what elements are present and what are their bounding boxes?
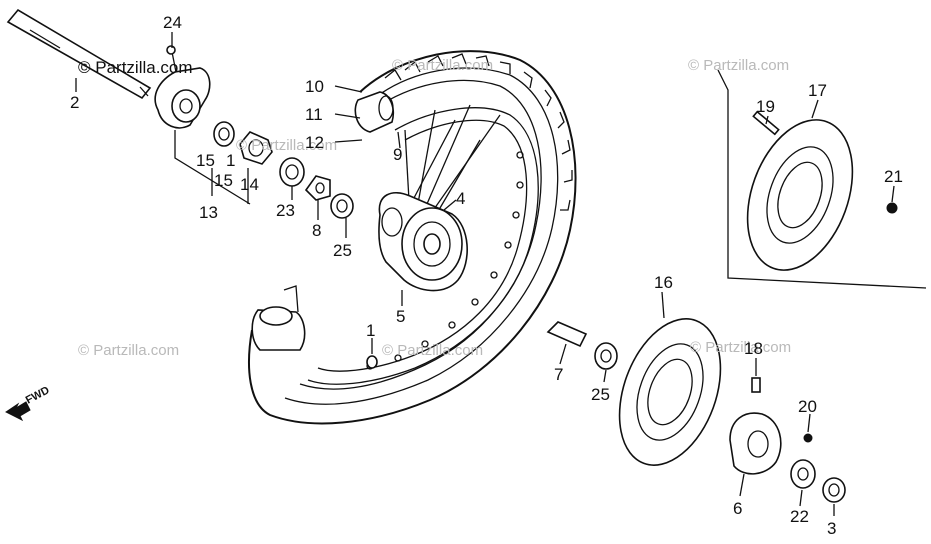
rim-nipple-part	[366, 355, 378, 369]
part-label: 8	[312, 221, 321, 240]
part-label: 19	[756, 97, 775, 116]
part-label: 13	[199, 203, 218, 222]
leader-lines	[75, 32, 895, 516]
part-label: 15	[196, 151, 215, 170]
wheel-hub	[378, 191, 468, 292]
part-label: 16	[654, 273, 673, 292]
fwd-label: FWD	[24, 384, 52, 406]
part-label: 21	[884, 167, 903, 186]
part-label: 15	[214, 171, 233, 190]
watermark: © Partzilla.com	[236, 137, 337, 154]
part-label: 10	[305, 77, 324, 96]
part-label: 18	[744, 339, 763, 358]
upper-brake-disc	[717, 69, 927, 289]
axle-holder-part	[154, 45, 273, 165]
part-label: 9	[393, 145, 402, 164]
part-label: 25	[591, 385, 610, 404]
part-label: 6	[733, 499, 742, 518]
part-label: 14	[240, 175, 259, 194]
part-label: 1	[226, 151, 235, 170]
front-tire	[248, 50, 577, 425]
part-label: 11	[305, 105, 323, 124]
watermark: © Partzilla.com	[688, 57, 789, 74]
wheel-rim	[307, 107, 539, 385]
forward-arrow-icon: FWD	[5, 384, 52, 422]
part-label: 4	[456, 189, 465, 208]
watermark: © Partzilla.com	[690, 339, 791, 356]
part-label: 2	[70, 93, 79, 112]
axle-part	[6, 8, 152, 100]
part-label: 20	[798, 397, 817, 416]
part-label: 5	[396, 307, 405, 326]
part-label: 17	[808, 81, 827, 100]
watermark: © Partzilla.com	[392, 57, 493, 74]
part-label: 22	[790, 507, 809, 526]
part-label: 1	[366, 321, 375, 340]
part-label: 3	[827, 519, 836, 538]
watermark: © Partzilla.com	[78, 342, 179, 359]
watermark: © Partzilla.com	[382, 342, 483, 359]
part-label: 7	[554, 365, 563, 384]
lower-brake-disc	[546, 318, 846, 503]
watermark: © Partzilla.com	[78, 58, 193, 77]
part-label: 23	[276, 201, 295, 220]
part-label: 12	[305, 133, 324, 152]
part-label: 25	[333, 241, 352, 260]
part-label: 24	[163, 13, 182, 32]
